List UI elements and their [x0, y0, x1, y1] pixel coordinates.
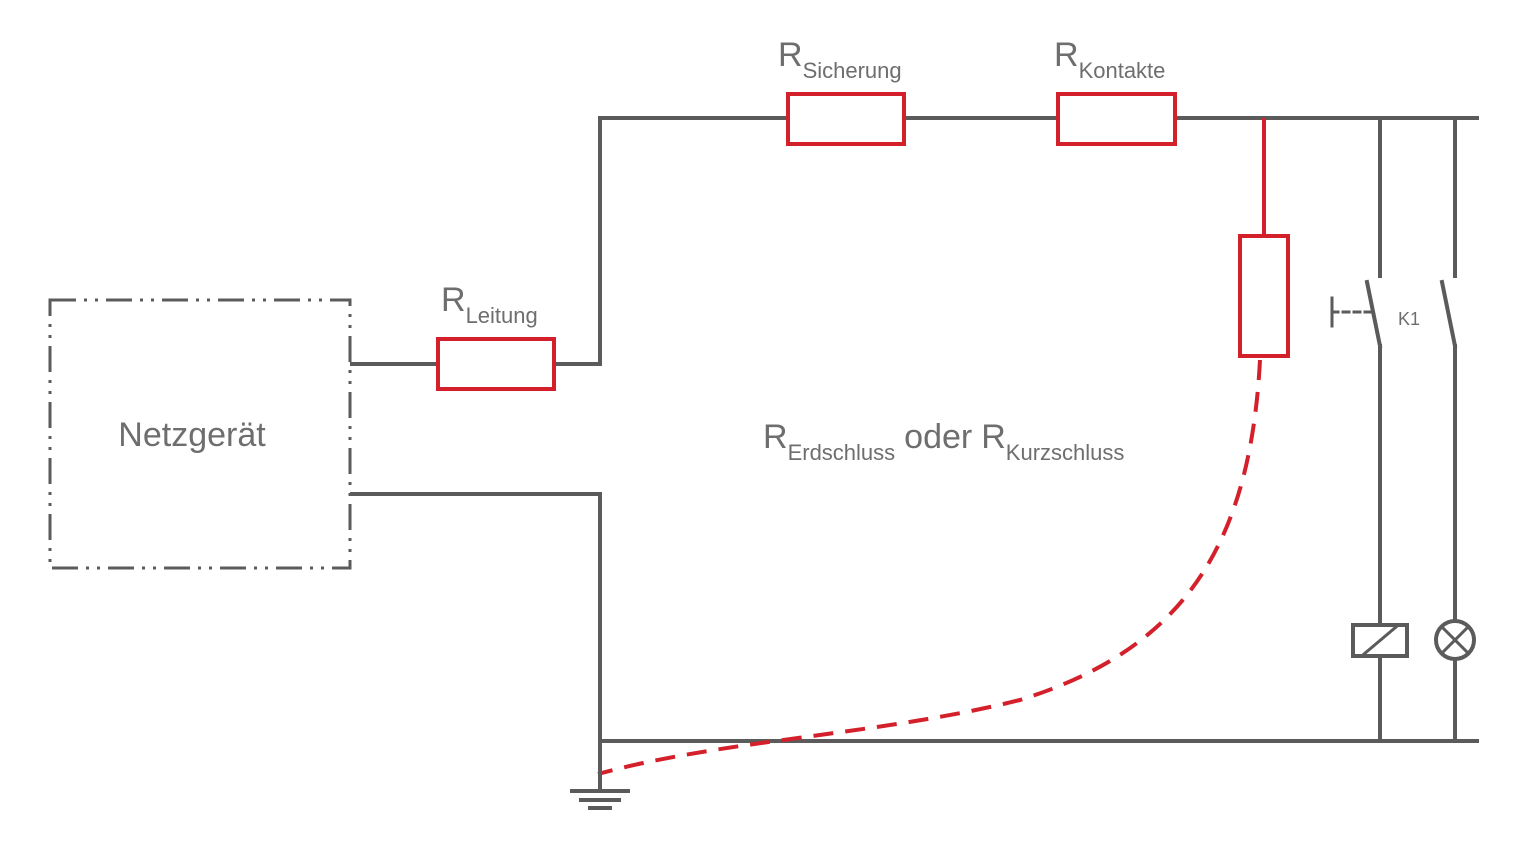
- supply-wire-return: [350, 492, 1479, 743]
- label-k1: K1: [1398, 309, 1420, 329]
- power-supply-box: [48, 298, 352, 570]
- resistor-sicherung: [786, 92, 906, 146]
- ground-icon: [570, 739, 630, 810]
- supply-wire-top: [350, 116, 790, 366]
- power-supply-label: Netzgerät: [118, 416, 266, 454]
- lamp-branch: [1434, 116, 1476, 743]
- label-r-kontakte: RKontakte: [1054, 36, 1165, 83]
- lamp-icon: [1434, 619, 1476, 661]
- lamp-contact-blade: [1439, 279, 1458, 349]
- k1-contact-blade: [1364, 279, 1383, 349]
- label-r-sicherung: RSicherung: [778, 36, 902, 83]
- fault-dashed-path: [597, 359, 1262, 776]
- resistor-kontakte: [1056, 92, 1177, 146]
- resistor-fault: [1238, 234, 1290, 358]
- relay-coil-icon: [1351, 623, 1409, 658]
- relay-branch: [1330, 116, 1409, 743]
- resistor-leitung: [436, 337, 556, 391]
- label-r-leitung: RLeitung: [441, 281, 538, 328]
